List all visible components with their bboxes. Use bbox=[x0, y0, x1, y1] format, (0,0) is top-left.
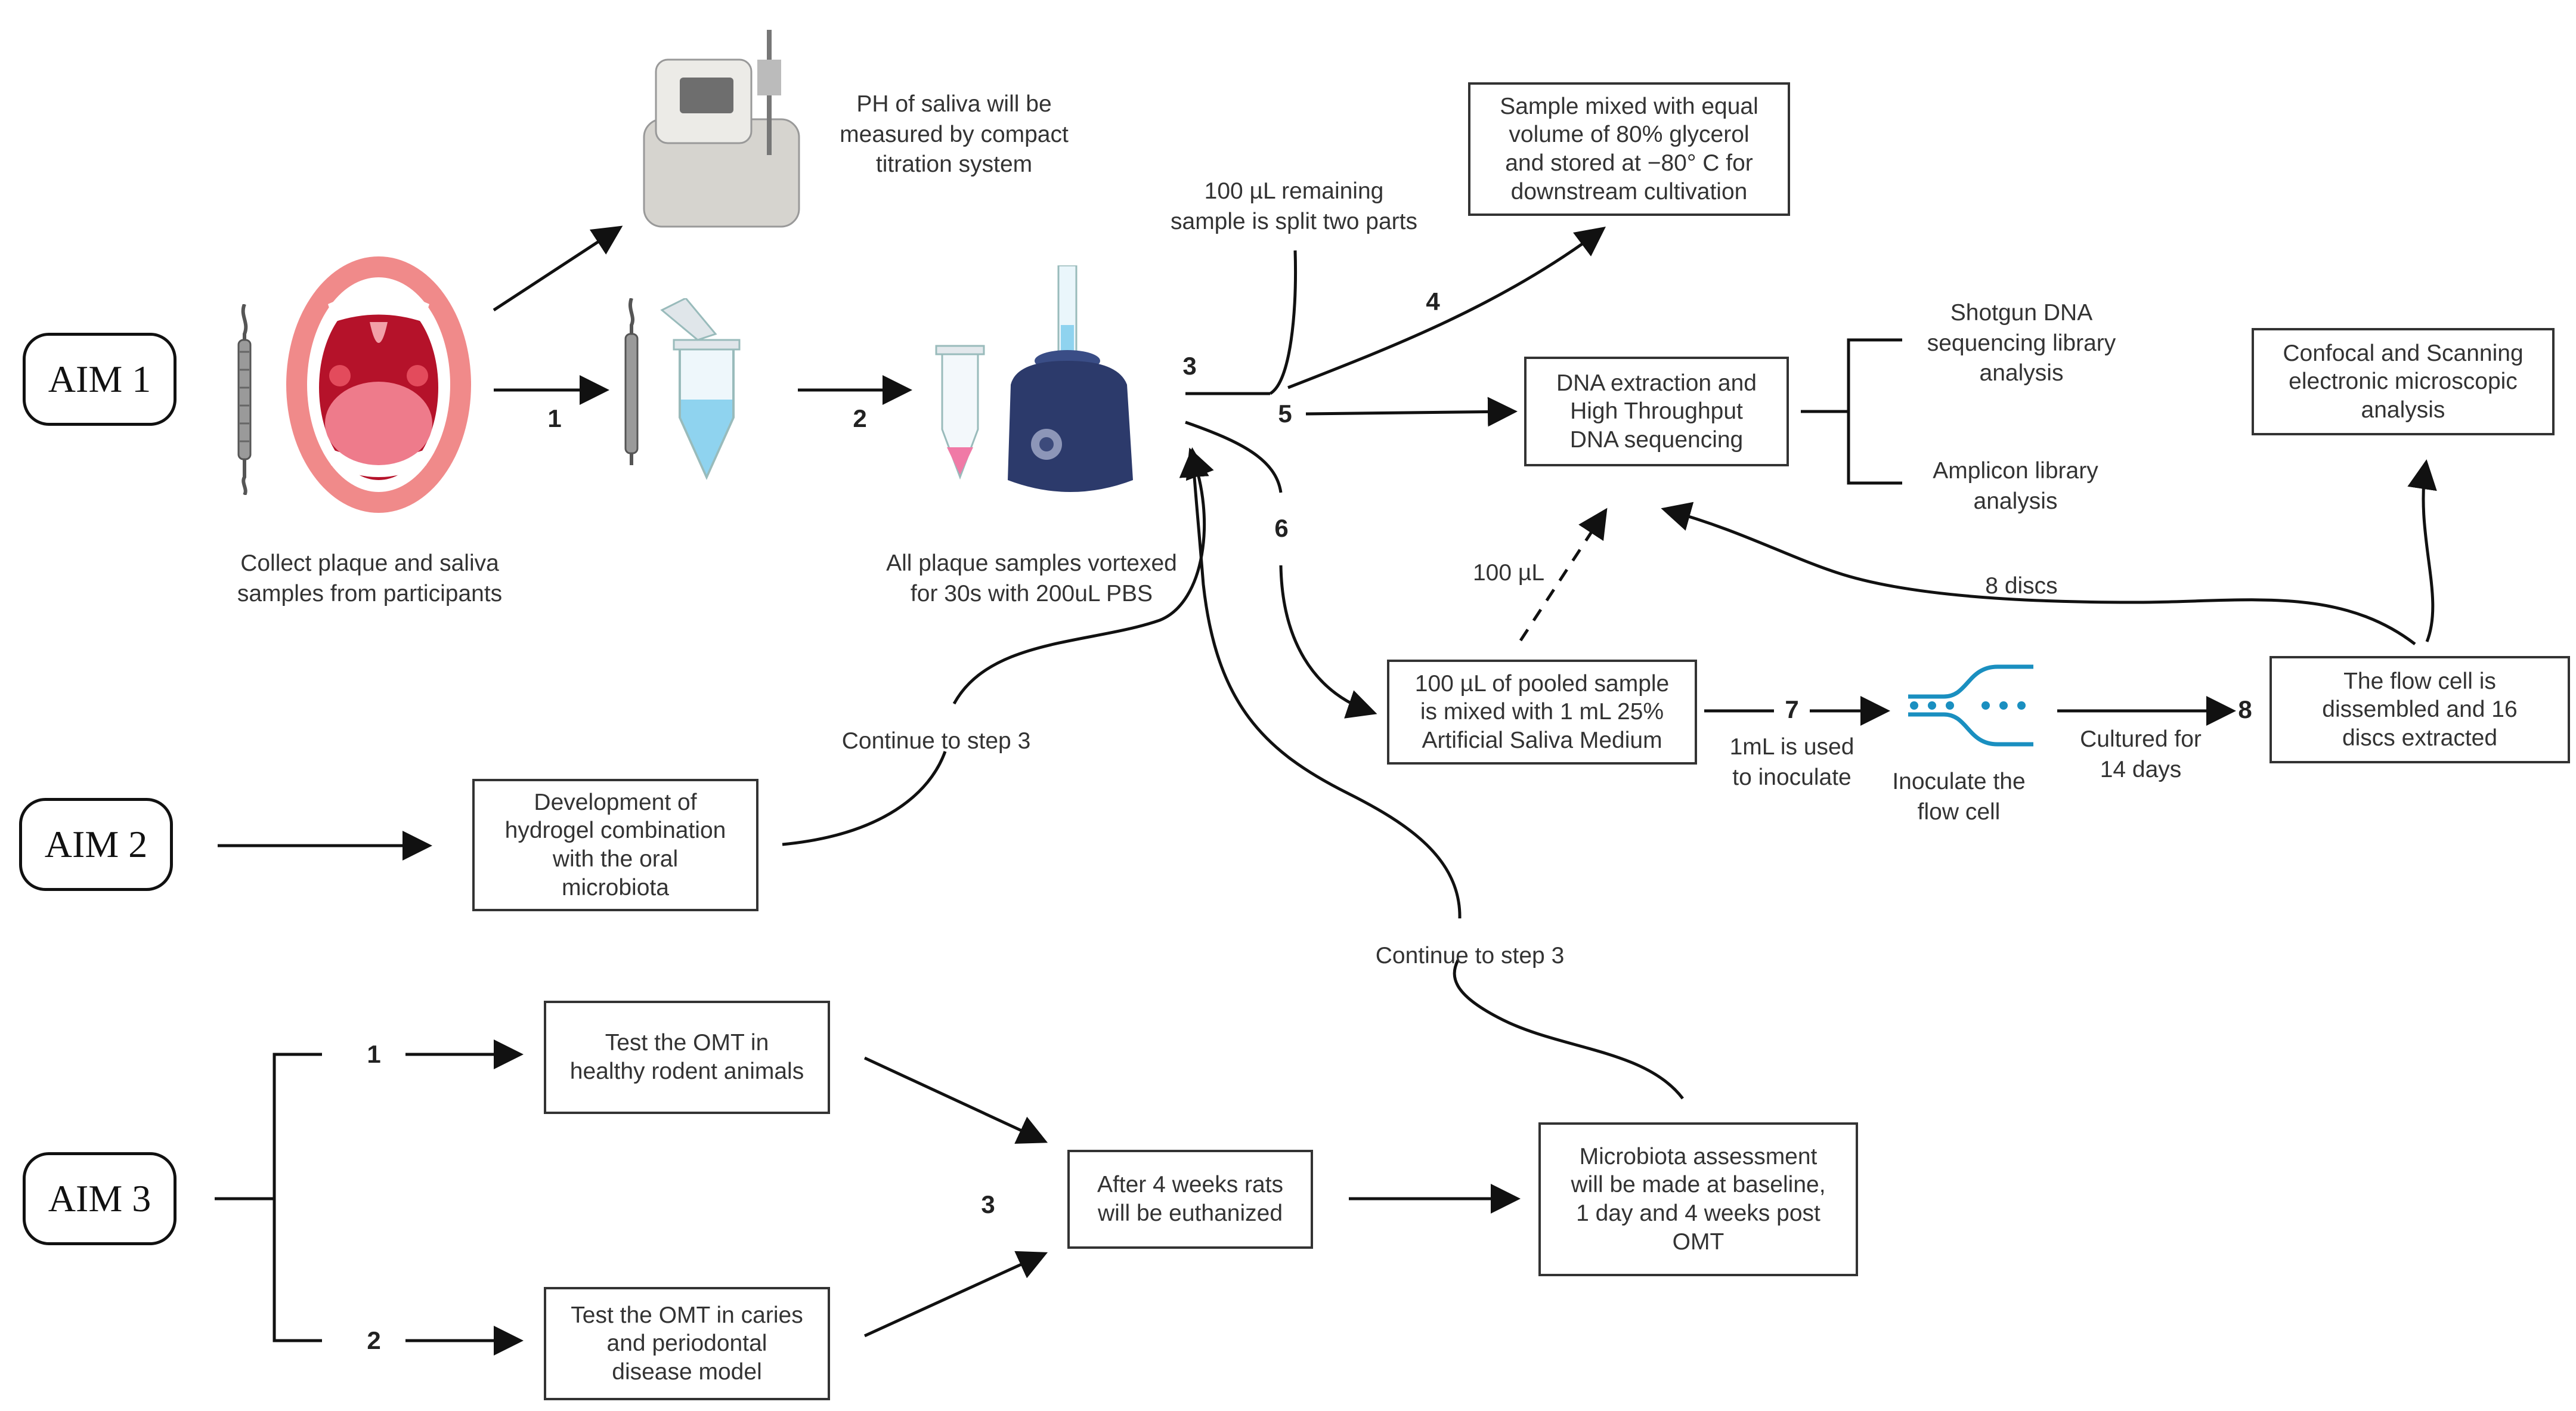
vortex-mixer-icon bbox=[1008, 265, 1133, 492]
ul100-label: 100 µL bbox=[1472, 560, 1545, 586]
amplicon-caption: Amplicon library analysis bbox=[1933, 458, 2098, 514]
healthy-rodents-box: Test the OMT in healthy rodent animals bbox=[544, 1001, 830, 1114]
confocal-analysis-box: Confocal and Scanning electronic microsc… bbox=[2252, 328, 2555, 435]
collect-caption: Collect plaque and saliva samples from p… bbox=[237, 550, 503, 607]
split-caption: 100 µL remaining sample is split two par… bbox=[1171, 178, 1417, 234]
dna-branch-bracket bbox=[1847, 338, 1902, 485]
aim-1-label: AIM 1 bbox=[23, 333, 177, 426]
hydrogel-box: Development of hydrogel combination with… bbox=[472, 779, 758, 911]
discs-label: 8 discs bbox=[1985, 573, 2058, 599]
arrow-step-4 bbox=[1287, 226, 1606, 389]
aim2-continue-label: Continue to step 3 bbox=[841, 728, 1031, 754]
step-3-label: 3 bbox=[1182, 352, 1197, 380]
aim3-continue-label: Continue to step 3 bbox=[1375, 943, 1565, 968]
arrow-caries-to-euth bbox=[863, 1251, 1048, 1338]
curve-aim2-to-step3 bbox=[782, 751, 947, 846]
dental-probe-icon-2 bbox=[624, 298, 639, 465]
step-4-label: 4 bbox=[1426, 287, 1440, 315]
arrow-to-confocal bbox=[2407, 459, 2437, 642]
shotgun-caption: Shotgun DNA sequencing library analysis bbox=[1927, 300, 2116, 386]
curve-aim2-to-step3-upper bbox=[952, 447, 1214, 705]
inoculate-label: 1mL is used to inoculate bbox=[1729, 734, 1854, 790]
euthanized-box: After 4 weeks rats will be euthanized bbox=[1067, 1150, 1313, 1249]
arrow-step-6-lower bbox=[1279, 565, 1377, 719]
ph-caption: PH of saliva will be measured by compact… bbox=[840, 91, 1069, 178]
line-step-6-upper bbox=[1185, 420, 1283, 493]
flow-cell-icon bbox=[1908, 664, 2033, 747]
glycerol-storage-box: Sample mixed with equal volume of 80% gl… bbox=[1468, 82, 1790, 216]
step-8-label: 8 bbox=[2238, 695, 2252, 723]
arrow-100ul-dashed bbox=[1519, 508, 1608, 642]
arrow-8-discs bbox=[1661, 502, 2416, 645]
arrow-healthy-to-euth bbox=[863, 1056, 1048, 1144]
line-to-split-caption bbox=[1269, 250, 1297, 395]
sample-tube-icon bbox=[660, 298, 741, 480]
aim3-branch-bracket bbox=[273, 1053, 322, 1342]
caries-model-box: Test the OMT in caries and periodontal d… bbox=[544, 1287, 830, 1400]
aim3-step-2-label: 2 bbox=[367, 1326, 381, 1354]
microbiota-assessment-box: Microbiota assessment will be made at ba… bbox=[1538, 1122, 1858, 1276]
step-5-label: 5 bbox=[1278, 400, 1292, 428]
arrow-to-titrator bbox=[493, 225, 623, 312]
dna-sequencing-box: DNA extraction and High Throughput DNA s… bbox=[1524, 357, 1789, 466]
vortex-caption: All plaque samples vortexed for 30s with… bbox=[886, 550, 1177, 607]
titration-system-icon bbox=[643, 30, 800, 228]
step-7-label: 7 bbox=[1785, 695, 1799, 723]
step-1-label: 1 bbox=[547, 404, 562, 432]
curve-aim3-to-step3-lower bbox=[1453, 959, 1684, 1100]
curve-aim3-to-step3-upper bbox=[1179, 447, 1462, 919]
pink-tube-icon bbox=[935, 345, 985, 480]
aim3-step-3-label: 3 bbox=[981, 1190, 995, 1218]
flow-cell-box: The flow cell is dissembled and 16 discs… bbox=[2270, 656, 2570, 763]
aim3-step-1-label: 1 bbox=[367, 1040, 381, 1068]
step-2-label: 2 bbox=[853, 404, 867, 432]
dental-probe-icon bbox=[237, 304, 252, 495]
aim-2-label: AIM 2 bbox=[19, 798, 173, 891]
flowcell-caption: Inoculate the flow cell bbox=[1892, 769, 2026, 825]
open-mouth-icon bbox=[286, 256, 471, 513]
pooled-sample-box: 100 µL of pooled sample is mixed with 1 … bbox=[1387, 660, 1697, 765]
arrow-step-5 bbox=[1305, 397, 1518, 427]
aim-3-label: AIM 3 bbox=[23, 1152, 177, 1245]
step-6-label: 6 bbox=[1274, 514, 1289, 542]
cultured-label: Cultured for 14 days bbox=[2080, 726, 2202, 782]
